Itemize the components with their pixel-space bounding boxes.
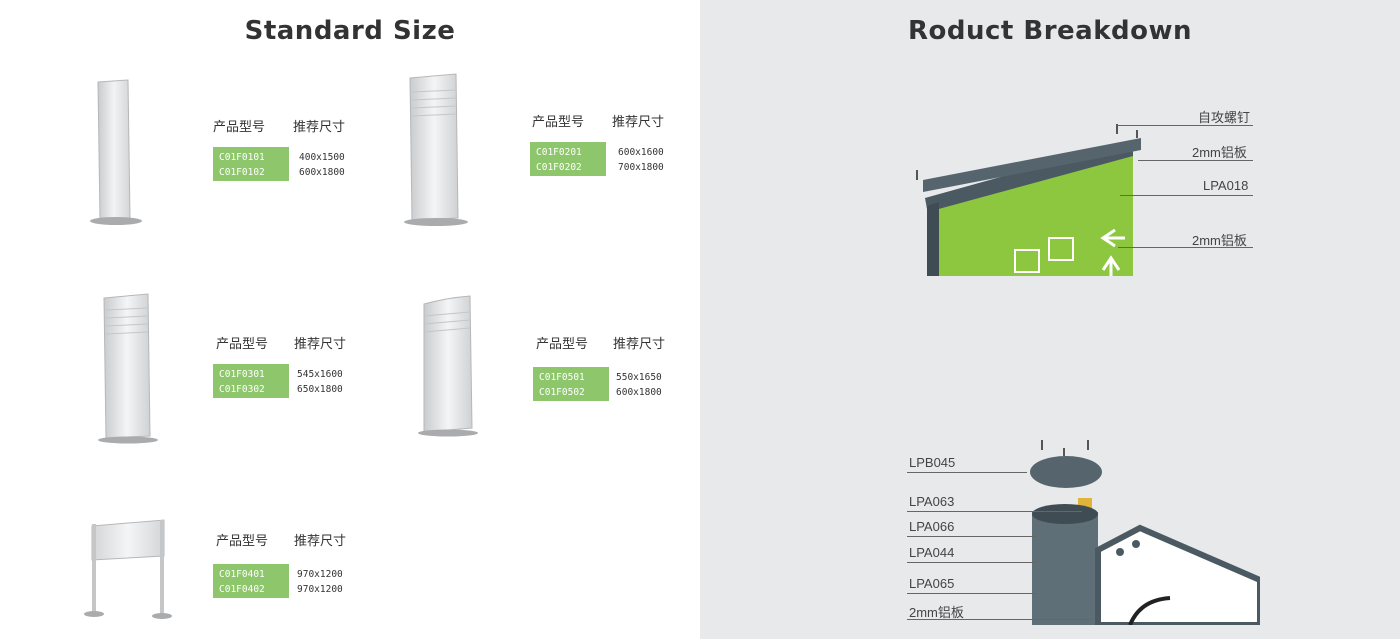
leader-line xyxy=(1120,195,1253,196)
model-header: 产品型号 xyxy=(216,533,269,548)
product-breakdown-title: Roduct Breakdown xyxy=(907,16,1192,46)
bottom-assembly-illustration xyxy=(1030,440,1260,625)
leader-line xyxy=(907,593,1037,594)
model-code: C01F0501 xyxy=(539,372,585,383)
model-codes: C01F0101 C01F0102 xyxy=(213,147,289,181)
pillar-image-1 xyxy=(90,79,142,225)
leader-line xyxy=(907,619,1092,620)
size-value: 400x1500 xyxy=(299,152,345,163)
size-header: 推荐尺寸 xyxy=(293,119,346,134)
pillar-image-2 xyxy=(404,73,468,226)
model-code: C01F0101 xyxy=(219,152,265,163)
model-code: C01F0202 xyxy=(536,162,582,173)
model-code: C01F0301 xyxy=(219,369,265,380)
label-2mm-aluminum-2: 2mm铝板 xyxy=(1192,233,1247,248)
model-codes: C01F0501 C01F0502 xyxy=(533,367,609,401)
size-value: 545x1600 xyxy=(297,369,343,380)
size-values: 545x1600 650x1800 xyxy=(297,367,343,397)
label-2mm-aluminum-1: 2mm铝板 xyxy=(1192,145,1247,160)
model-codes: C01F0301 C01F0302 xyxy=(213,364,289,398)
model-code: C01F0401 xyxy=(219,569,265,580)
label-2mm-aluminum-3: 2mm铝板 xyxy=(909,605,964,620)
pillar-image-3 xyxy=(98,293,158,444)
size-value: 550x1650 xyxy=(616,372,662,383)
label-lpa065: LPA065 xyxy=(909,576,955,591)
model-codes: C01F0401 C01F0402 xyxy=(213,564,289,598)
model-code: C01F0102 xyxy=(219,167,265,178)
leader-line xyxy=(1118,247,1253,248)
standard-size-title: Standard Size xyxy=(244,16,456,46)
leader-line xyxy=(907,536,1037,537)
model-code: C01F0402 xyxy=(219,584,265,595)
size-header: 推荐尺寸 xyxy=(612,114,665,129)
model-header: 产品型号 xyxy=(216,336,269,351)
top-assembly-illustration xyxy=(916,124,1141,276)
model-header: 产品型号 xyxy=(532,114,585,129)
standard-size-panel: Standard Size 产品型号推荐尺寸 C01F0101 C01F0102… xyxy=(84,16,666,619)
label-lpa044: LPA044 xyxy=(909,545,955,560)
size-value: 600x1800 xyxy=(616,387,662,398)
size-value: 650x1800 xyxy=(297,384,343,395)
pillar-image-5 xyxy=(84,519,172,619)
label-lpb045: LPB045 xyxy=(909,455,956,470)
size-values: 600x1600 700x1800 xyxy=(618,145,664,175)
size-value: 970x1200 xyxy=(297,569,343,580)
size-header: 推荐尺寸 xyxy=(294,336,347,351)
size-value: 970x1200 xyxy=(297,584,343,595)
size-header: 推荐尺寸 xyxy=(294,533,347,548)
size-values: 400x1500 600x1800 xyxy=(299,150,345,180)
label-lpa066: LPA066 xyxy=(909,519,955,534)
size-values: 970x1200 970x1200 xyxy=(297,567,343,597)
label-self-tapping-screw: 自攻螺钉 xyxy=(1198,110,1251,125)
label-lpa063: LPA063 xyxy=(909,494,955,509)
leader-line xyxy=(907,511,1082,512)
pillar-image-4 xyxy=(418,295,478,437)
label-lpa018: LPA018 xyxy=(1203,178,1249,193)
size-header: 推荐尺寸 xyxy=(613,336,666,351)
leader-line xyxy=(907,562,1037,563)
model-header: 产品型号 xyxy=(213,119,266,134)
size-value: 600x1800 xyxy=(299,167,345,178)
model-code: C01F0201 xyxy=(536,147,582,158)
size-value: 600x1600 xyxy=(618,147,664,158)
model-codes: C01F0201 C01F0202 xyxy=(530,142,606,176)
model-header: 产品型号 xyxy=(536,336,589,351)
leader-line xyxy=(907,472,1027,473)
model-code: C01F0502 xyxy=(539,387,585,398)
model-code: C01F0302 xyxy=(219,384,265,395)
size-value: 700x1800 xyxy=(618,162,664,173)
leader-line xyxy=(1138,160,1253,161)
product-breakdown-panel: Roduct Breakdown 自攻螺钉 2mm铝板 LPA018 2mm铝板… xyxy=(700,0,1400,639)
size-values: 550x1650 600x1800 xyxy=(616,370,662,400)
leader-line xyxy=(1117,125,1253,126)
